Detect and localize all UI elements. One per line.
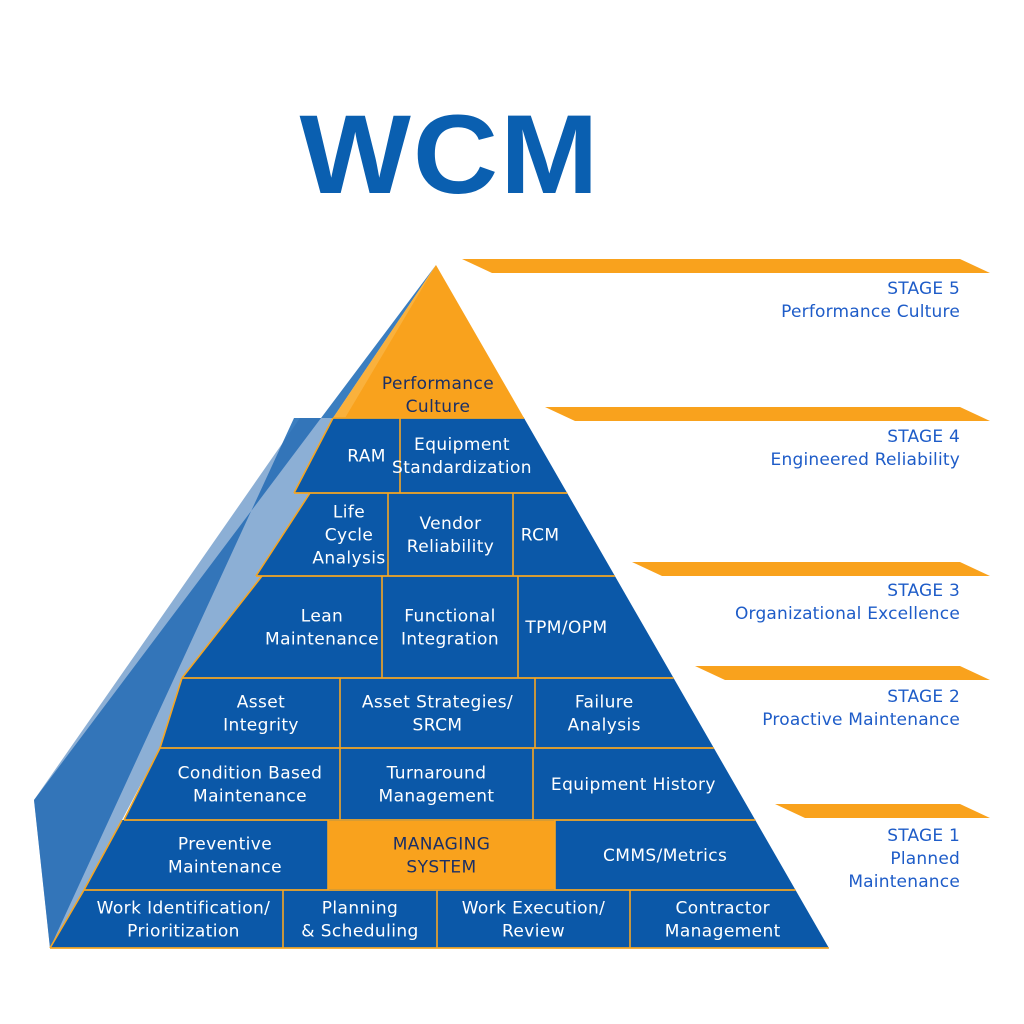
diagram-title: WCM	[299, 92, 601, 218]
pyramid-cell-label: Asset Strategies/	[362, 693, 513, 713]
pyramid-cell-label: Analysis	[312, 549, 385, 569]
row-left-edge	[181, 575, 263, 679]
row-left-edge	[255, 492, 311, 577]
pyramid-row-2	[256, 493, 615, 576]
apex-label: Performance	[382, 374, 494, 394]
pyramid-cell-label: Management	[665, 922, 781, 942]
stage-name: Planned	[890, 849, 960, 869]
pyramid-row-7	[50, 890, 829, 948]
stage-number: STAGE 4	[887, 427, 960, 447]
pyramid-cell-label: Maintenance	[168, 858, 282, 878]
pyramid-cell-label: Prioritization	[127, 922, 240, 942]
pyramid-cell-label: & Scheduling	[301, 922, 418, 942]
stage-ribbon-2	[695, 666, 990, 680]
pyramid-dividers	[49, 417, 829, 949]
side-face-shade	[34, 418, 333, 948]
pyramid-row-4	[160, 678, 714, 748]
row-left-edge	[123, 747, 161, 821]
pyramid-row-5	[124, 748, 756, 820]
pyramid-cell-label: Review	[502, 922, 565, 942]
row-left-edge	[83, 819, 123, 891]
pyramid-cell-label: Integrity	[223, 716, 299, 736]
pyramid-cell-label: Contractor	[675, 899, 770, 919]
stage-ribbon-5	[462, 259, 990, 273]
pyramid-cell-label: Equipment History	[551, 775, 716, 795]
pyramid-cell-label: Asset	[237, 693, 285, 713]
pyramid-cell-label: Reliability	[407, 537, 494, 557]
pyramid-side-face	[34, 265, 436, 948]
stage-ribbon-1	[775, 804, 990, 818]
stage-name: Maintenance	[848, 872, 960, 892]
stage-name: Organizational Excellence	[734, 604, 960, 624]
pyramid-cell-label: MANAGING	[393, 835, 491, 855]
stage-number: STAGE 3	[887, 581, 960, 601]
pyramid-cell-label: Turnaround	[386, 764, 487, 784]
stage-number: STAGE 2	[887, 687, 960, 707]
apex-label: Culture	[406, 397, 471, 417]
pyramid-cell-label: Work Execution/	[462, 899, 606, 919]
apex-shape	[333, 265, 525, 418]
pyramid-cell-label: Life	[333, 503, 365, 523]
pyramid-cell-label: Maintenance	[193, 787, 307, 807]
row-left-edge	[159, 677, 183, 749]
stage-name: Performance Culture	[781, 302, 960, 322]
pyramid-cell-label: Analysis	[568, 716, 641, 736]
pyramid-cell-label: Preventive	[178, 835, 272, 855]
stage-ribbon-3	[632, 562, 990, 576]
stage-name: Engineered Reliability	[770, 450, 960, 470]
pyramid-cell-label: RCM	[521, 526, 560, 546]
pyramid-cell-label: Management	[379, 787, 495, 807]
pyramid-cell-label: Standardization	[392, 458, 532, 478]
stage-label: STAGE 3 Organizational Excellence	[735, 580, 960, 626]
stage-name: Proactive Maintenance	[762, 710, 960, 730]
stage-label: STAGE 5 Performance Culture	[781, 278, 960, 324]
pyramid-cell-label: Planning	[322, 899, 398, 919]
pyramid-cell-label: Integration	[401, 630, 499, 650]
pyramid-cell-label: Lean	[301, 607, 343, 627]
row-left-edge	[293, 417, 334, 494]
pyramid-cell-label: Vendor	[419, 514, 481, 534]
stage-number: STAGE 1	[887, 826, 960, 846]
pyramid-cell-label: SYSTEM	[406, 858, 476, 878]
pyramid-cell-label: Condition Based	[178, 764, 323, 784]
pyramid-row-3	[182, 576, 674, 678]
pyramid-cell-label: RAM	[347, 447, 386, 467]
pyramid-cell-label: Equipment	[414, 435, 510, 455]
pyramid-cell-label: Cycle	[325, 526, 373, 546]
pyramid-cell-label: SRCM	[413, 716, 463, 736]
pyramid-cell-label: Work Identification/	[97, 899, 271, 919]
stage-label: STAGE 2 Proactive Maintenance	[762, 686, 960, 732]
managing-system-highlight	[328, 821, 555, 889]
pyramid-cell-label: TPM/OPM	[524, 618, 607, 638]
stage-label: STAGE 4 Engineered Reliability	[771, 426, 960, 472]
pyramid-cell-label: CMMS/Metrics	[603, 846, 727, 866]
stage-ribbon-4	[545, 407, 990, 421]
apex-shade	[333, 265, 436, 418]
stage-ribbons	[462, 259, 990, 818]
pyramid-row-1	[294, 418, 568, 493]
row-left-edge	[49, 889, 85, 949]
pyramid-front-face	[50, 265, 829, 948]
stage-number: STAGE 5	[887, 279, 960, 299]
pyramid-cell-label: Maintenance	[265, 630, 379, 650]
pyramid-cell-label: Failure	[575, 693, 634, 713]
pyramid-cell-label: Functional	[404, 607, 495, 627]
